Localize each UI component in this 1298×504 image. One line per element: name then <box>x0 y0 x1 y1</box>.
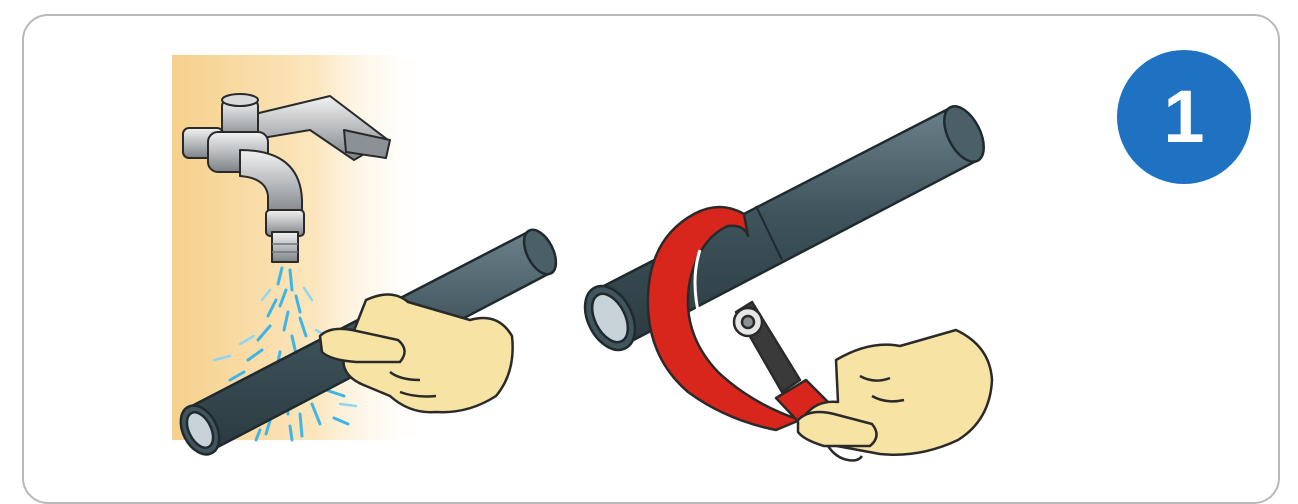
hand-icon <box>798 330 992 461</box>
pipe-icon <box>575 100 992 358</box>
step-number-badge: 1 <box>1117 50 1251 184</box>
